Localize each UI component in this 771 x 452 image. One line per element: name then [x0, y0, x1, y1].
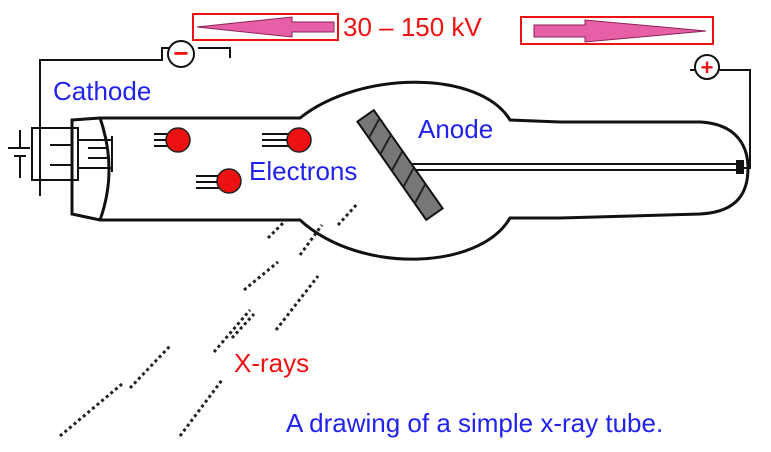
arrow-left-icon — [192, 13, 339, 41]
svg-text:−: − — [173, 38, 188, 68]
anode-element — [356, 108, 744, 222]
anode-label: Anode — [418, 114, 494, 144]
xrays-label: X-rays — [234, 348, 310, 378]
glass-tube — [70, 80, 750, 261]
electrons-label: Electrons — [249, 156, 358, 186]
battery-icon — [8, 127, 79, 181]
negative-terminal-icon: − — [167, 38, 195, 68]
electron-dot-icon — [165, 127, 191, 153]
voltage-label: 30 – 150 kV — [343, 12, 482, 42]
positive-terminal-icon: + — [694, 54, 720, 80]
cathode-element — [78, 136, 113, 172]
svg-text:+: + — [701, 55, 714, 80]
electron-dot-icon — [216, 168, 242, 194]
electron-dot-icon — [286, 127, 312, 153]
xray-beams — [59, 201, 360, 438]
cathode-label: Cathode — [53, 76, 152, 106]
arrow-right-icon — [520, 16, 714, 45]
caption: A drawing of a simple x-ray tube. — [286, 408, 664, 438]
